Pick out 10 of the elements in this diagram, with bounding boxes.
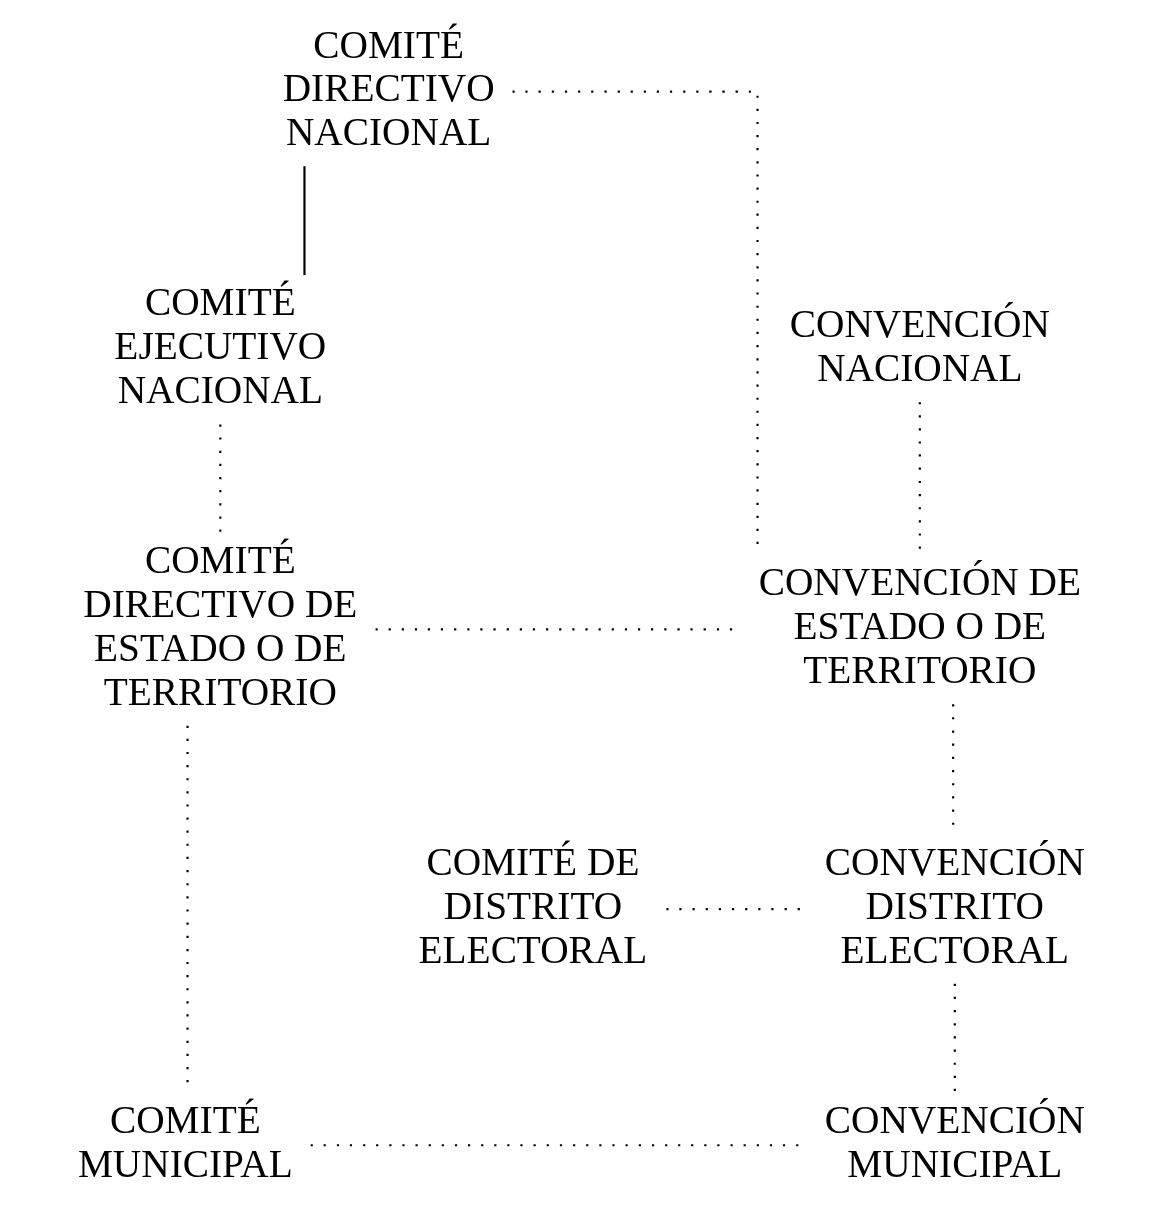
- node-text: CONVENCIÓN DISTRITO ELECTORAL: [824, 840, 1085, 972]
- node-text: COMITÉ DIRECTIVO DE ESTADO O DE TERRITORIO: [82, 538, 357, 714]
- node-text: CONVENCIÓN MUNICIPAL: [824, 1098, 1085, 1186]
- node-text: CONVENCIÓN DE ESTADO O DE TERRITORIO: [758, 560, 1081, 692]
- node-text: COMITÉ MUNICIPAL: [77, 1098, 293, 1186]
- node-text: COMITÉ EJECUTIVO NACIONAL: [113, 280, 326, 412]
- connector: [302, 166, 306, 276]
- node-text: COMITÉ DE DISTRITO ELECTORAL: [418, 840, 647, 972]
- node-text: CONVENCIÓN NACIONAL: [789, 302, 1050, 391]
- node-text: COMITÉ DIRECTIVO NACIONAL: [282, 22, 495, 154]
